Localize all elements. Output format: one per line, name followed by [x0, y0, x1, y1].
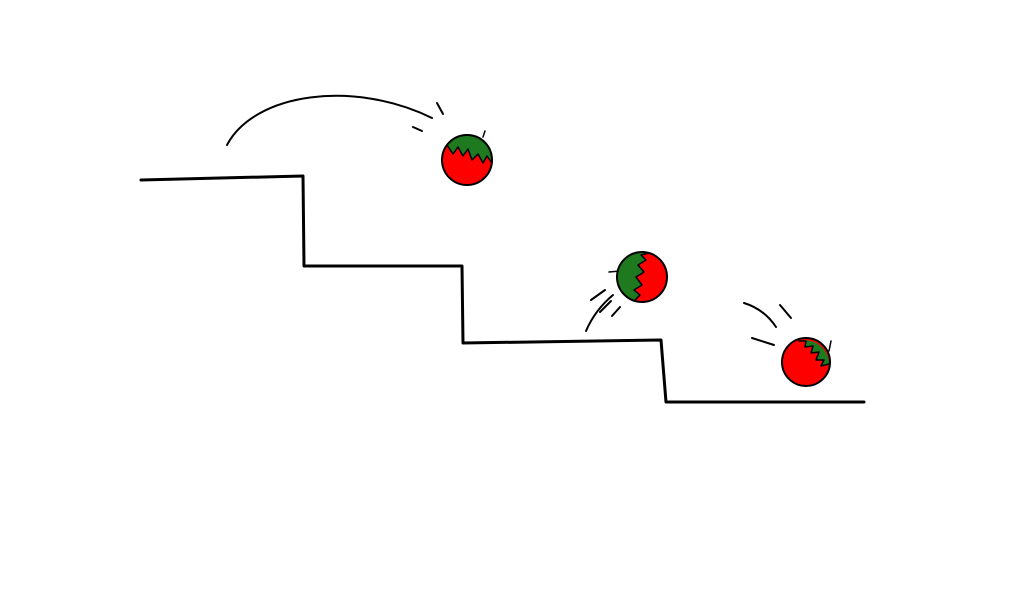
ball-middle [616, 251, 668, 303]
motion-lines-bottom [743, 302, 792, 346]
motion-lines-top [226, 94, 444, 146]
ball-middle-cap [616, 251, 649, 301]
ball-top-cap [447, 134, 492, 163]
ball-top [441, 130, 493, 186]
motion-lines-middle [585, 270, 621, 332]
ball-bottom [781, 337, 832, 387]
staircase [139, 174, 866, 404]
